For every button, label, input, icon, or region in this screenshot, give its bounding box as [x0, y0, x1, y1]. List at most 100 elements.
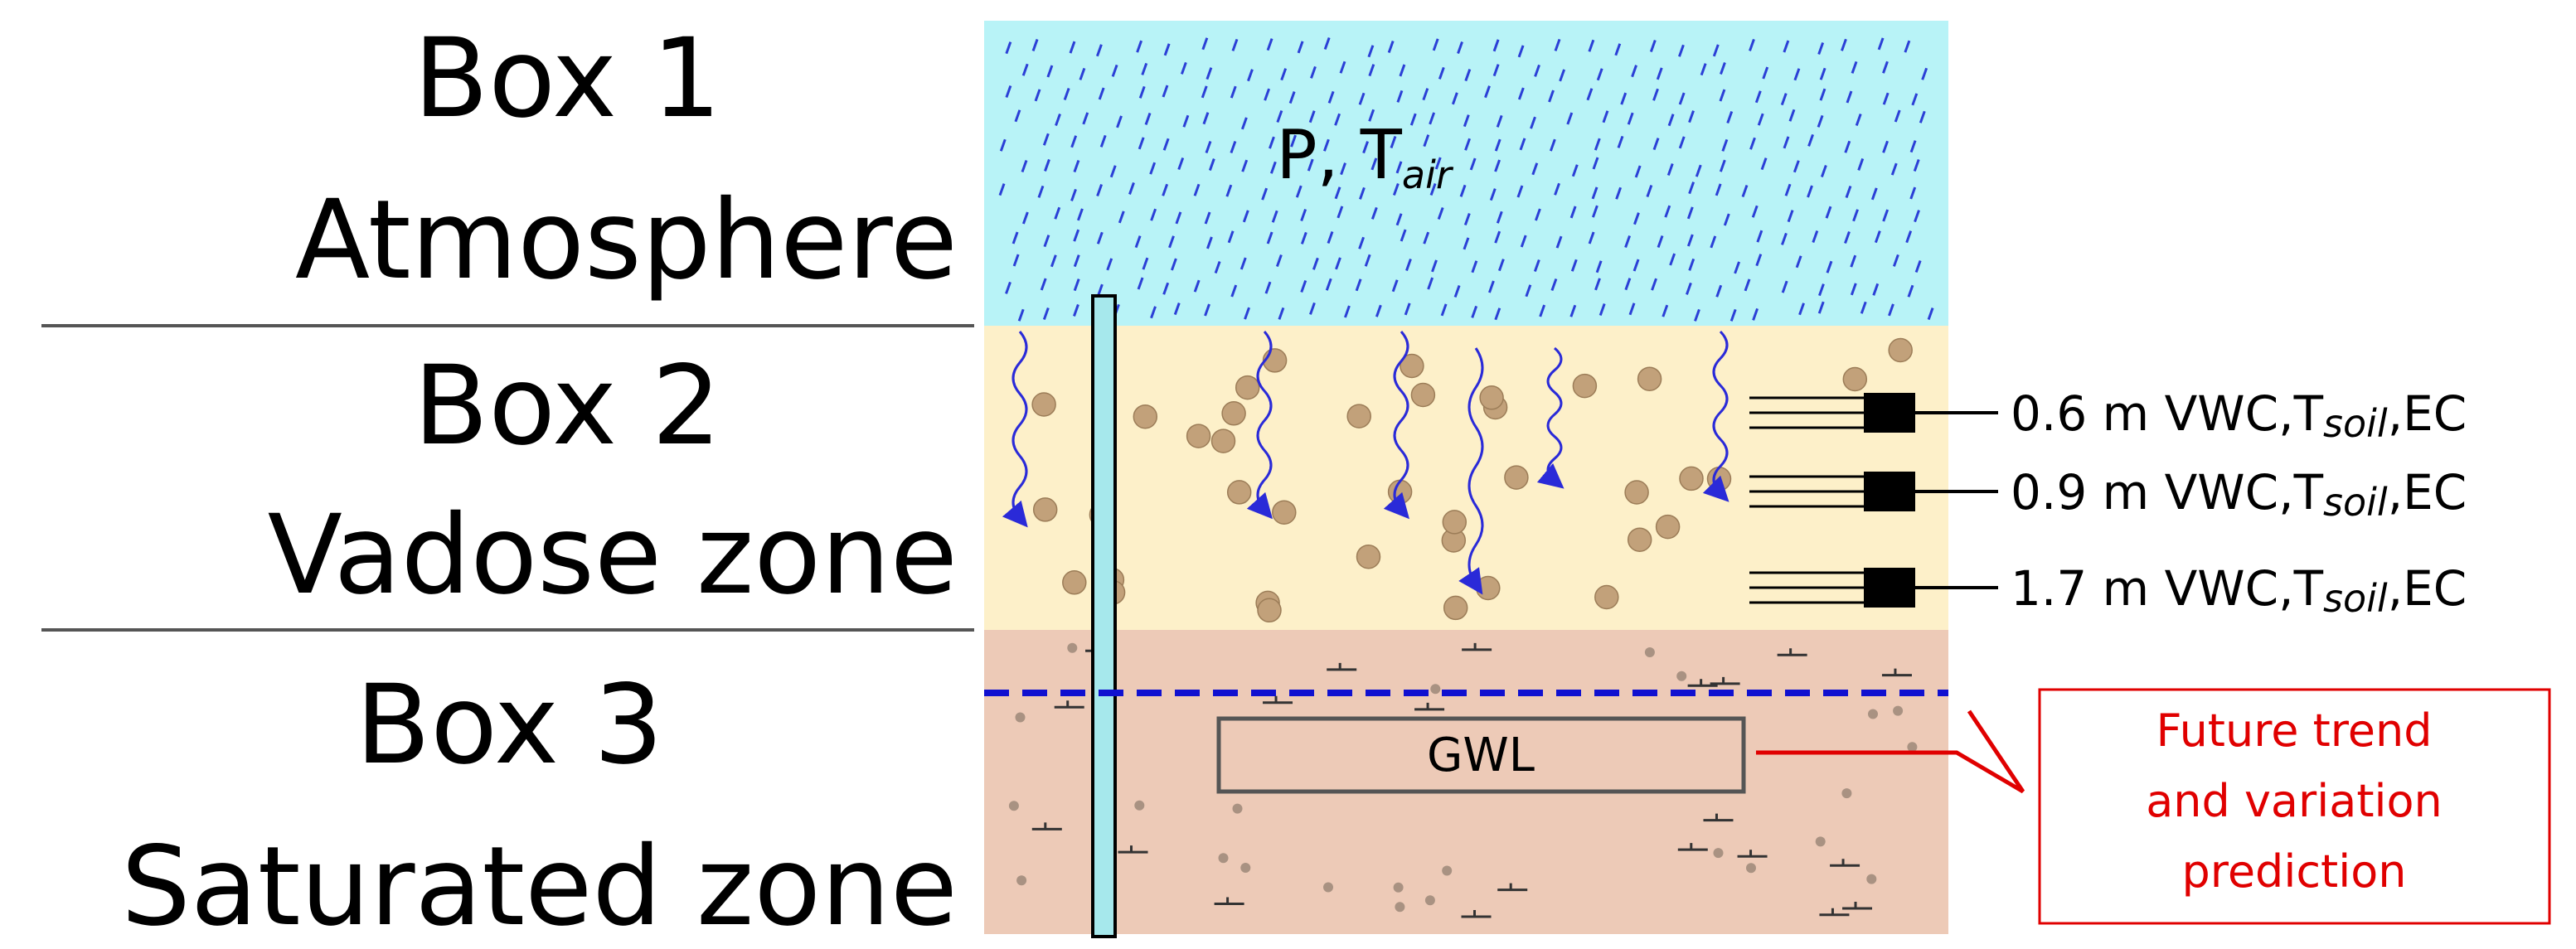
rain-streak [1752, 307, 1759, 321]
rain-streaks [998, 36, 1934, 322]
rain-streak [1358, 92, 1366, 105]
rain-streak [1307, 158, 1314, 172]
rain-streak [1781, 280, 1788, 293]
rain-streak [1741, 185, 1749, 198]
rain-streak [1729, 308, 1737, 322]
pebble [1221, 401, 1246, 426]
rain-streak [1334, 113, 1341, 126]
rain-streak [1519, 138, 1526, 151]
rain-streak [1177, 157, 1185, 171]
rain-streak [1890, 162, 1898, 176]
rain-streak [1872, 283, 1880, 296]
rain-streak [1096, 283, 1104, 297]
rain-streak [1756, 230, 1763, 243]
rain-streak [1427, 277, 1434, 290]
rain-streak [1566, 112, 1574, 125]
rain-streak [1011, 231, 1019, 245]
sediment-dot [1644, 647, 1655, 657]
rain-streak [1193, 279, 1201, 293]
rain-streak [1096, 184, 1104, 197]
rain-streak [1168, 235, 1175, 249]
rain-streak [1339, 61, 1346, 74]
rain-streak [1355, 278, 1362, 292]
rain-streak [1230, 284, 1238, 298]
rain-streak [1596, 68, 1603, 81]
rain-streak [1073, 160, 1080, 173]
rain-streak [1594, 138, 1601, 151]
rain-streak [1817, 42, 1825, 56]
rain-streak [1850, 283, 1857, 296]
rain-streak [1666, 163, 1674, 177]
rain-streak [1595, 260, 1603, 274]
rain-streak [1817, 114, 1824, 128]
rain-streak [1368, 109, 1375, 122]
rain-streak [1308, 110, 1316, 123]
rain-streak [1309, 302, 1316, 315]
box3-title: Box 3 [356, 661, 663, 789]
pebble [1031, 392, 1056, 417]
sediment-tick [1214, 897, 1244, 906]
rain-streak [1525, 284, 1532, 298]
rain-streak [1793, 160, 1800, 173]
pebble [1655, 514, 1681, 540]
rain-streak [1678, 136, 1686, 149]
rain-streak [1749, 38, 1755, 51]
rain-streak [1820, 164, 1827, 177]
rain-streak [1549, 138, 1556, 152]
sediment-dot [1008, 801, 1019, 811]
infiltration-arrow [1002, 331, 1028, 528]
rain-streak [1208, 158, 1215, 172]
rain-streak [1857, 157, 1865, 171]
rain-streak [1463, 237, 1470, 250]
saturated-layer [984, 630, 1948, 934]
rain-streak [1534, 208, 1541, 221]
rain-streak [1247, 69, 1254, 82]
pebble [1387, 479, 1413, 505]
sediment-dot [1015, 712, 1026, 723]
rain-streak [1204, 303, 1210, 317]
rain-streak [1667, 114, 1675, 127]
soil-sensors [1749, 393, 1998, 608]
infiltration-arrows [1002, 330, 1729, 595]
sensor-0.9m [1749, 472, 1998, 511]
pebble [1504, 465, 1529, 490]
rain-streak [1807, 185, 1813, 198]
rain-streak [1387, 40, 1395, 53]
sediment-dot [1893, 705, 1904, 716]
rain-streak [1631, 65, 1637, 78]
pebble [1888, 337, 1913, 363]
sediment-dot [1016, 875, 1027, 886]
rain-streak [1686, 234, 1694, 247]
rain-streak [1598, 303, 1606, 317]
rain-streak [1239, 257, 1247, 270]
rain-streak [1096, 44, 1103, 57]
rain-streak [1628, 303, 1636, 316]
rain-streak [1404, 303, 1411, 316]
rain-streak [1634, 165, 1642, 178]
infiltration-arrow [1383, 331, 1409, 520]
rain-streak [1106, 258, 1113, 271]
rain-streak [1042, 133, 1050, 146]
rain-streak [1463, 114, 1470, 128]
rain-streak [1633, 212, 1640, 225]
pebble [1624, 480, 1649, 505]
pebble [1210, 429, 1236, 453]
rain-streak [1554, 38, 1561, 51]
rain-streak [1734, 261, 1741, 274]
sediment-tick [1414, 702, 1445, 711]
sediment-tick [1703, 813, 1734, 822]
sediment-dot [1815, 836, 1826, 847]
rain-streak [1649, 39, 1657, 53]
rain-streak [1044, 158, 1050, 172]
sediment-dot [1424, 895, 1435, 906]
rain-streak [1225, 184, 1233, 197]
rain-streak [1795, 255, 1802, 269]
rain-streak [1021, 63, 1029, 76]
rain-streak [1855, 114, 1862, 127]
rain-streak [1877, 37, 1885, 51]
rain-streak [1142, 257, 1149, 270]
rain-streak [1295, 185, 1303, 198]
rain-streak [1570, 259, 1578, 272]
rain-streak [1206, 67, 1213, 80]
rain-streak [1423, 231, 1430, 245]
